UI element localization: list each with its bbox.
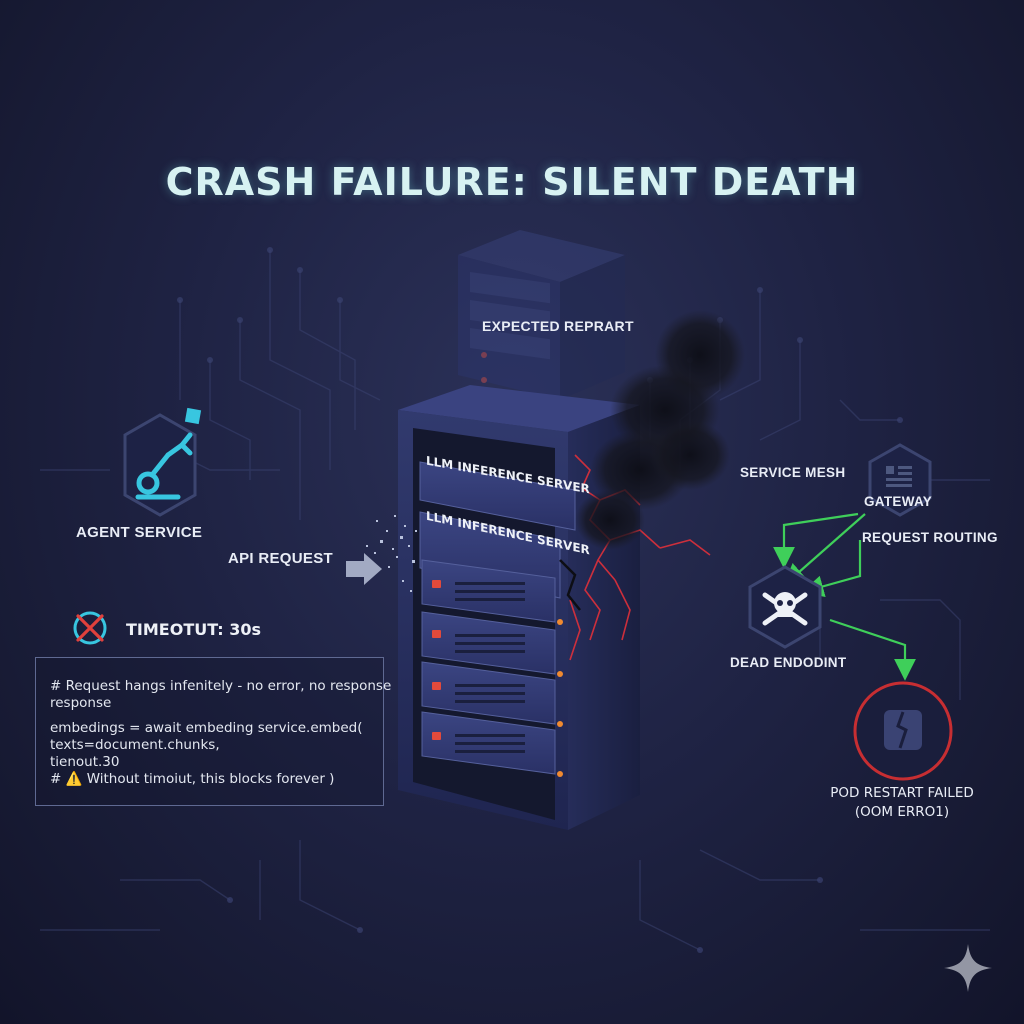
routing-arrows xyxy=(773,512,916,681)
agent-service-label: AGENT SERVICE xyxy=(76,524,203,541)
service-mesh-label: SERVICE MESH xyxy=(740,465,846,480)
code-snippet: # Request hangs infenitely - no error, n… xyxy=(35,657,392,806)
server-units xyxy=(419,461,576,777)
gateway-node[interactable] xyxy=(850,440,950,530)
smoke-cloud xyxy=(575,310,745,550)
robot-arm-icon xyxy=(135,432,193,500)
expected-restart-label: EXPECTED REPRART xyxy=(482,318,634,334)
timeout-label: TIMEOTUT: 30s xyxy=(126,620,262,639)
code-line-5: tienout.30 xyxy=(50,754,120,770)
pod-restart-line1: POD RESTART FAILED xyxy=(830,785,974,801)
gateway-label: GATEWAY xyxy=(864,494,933,509)
skull-crossbones-icon xyxy=(762,592,808,626)
arrow-right-icon xyxy=(346,553,382,585)
sparkle-icon xyxy=(944,944,992,992)
code-line-3: embedings = await embeding service.embed… xyxy=(50,720,363,736)
request-routing-label: REQUEST ROUTING xyxy=(862,530,998,545)
dead-endpoint-node[interactable] xyxy=(735,565,835,655)
dead-endpoint-label: DEAD ENDODINT xyxy=(730,655,847,670)
code-line-4: texts=document.chunks, xyxy=(50,737,220,753)
timeout-x-icon xyxy=(73,611,107,645)
agent-service-node[interactable] xyxy=(90,405,230,535)
broken-pod-icon xyxy=(884,710,922,750)
page-title: CRASH FAILURE: SILENT DEATH xyxy=(165,160,859,204)
code-line-6: # ⚠️ Without timoiut, this blocks foreve… xyxy=(50,771,335,787)
pod-restart-label: POD RESTART FAILED (OOM ERRO1) xyxy=(812,784,992,822)
pod-restart-line2: (OOM ERRO1) xyxy=(854,804,950,820)
code-line-2: response xyxy=(50,695,112,711)
ghost-server xyxy=(458,230,625,400)
request-particles xyxy=(366,515,417,592)
api-request-label: API REQUEST xyxy=(228,550,333,567)
code-line-1: # Request hangs infenitely - no error, n… xyxy=(50,678,392,694)
pod-restart-node[interactable] xyxy=(848,676,958,786)
gateway-icon xyxy=(886,466,912,487)
